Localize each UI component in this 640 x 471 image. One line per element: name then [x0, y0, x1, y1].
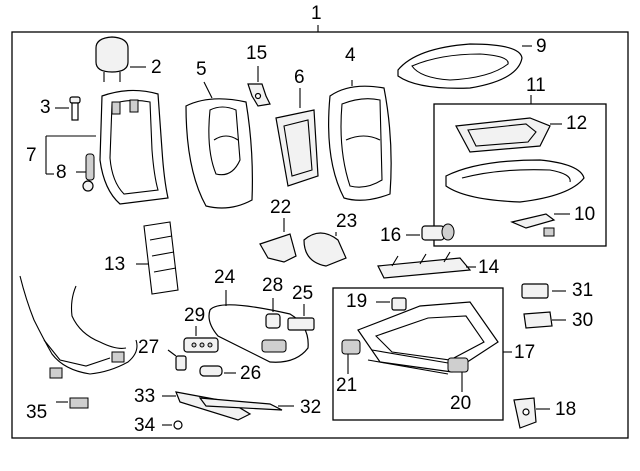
adjuster-group-box	[332, 287, 504, 421]
outer-frame	[11, 31, 629, 439]
callout-14: 14	[478, 257, 500, 278]
module-part	[523, 311, 566, 329]
height-motor-part	[341, 339, 361, 374]
switch-part	[287, 304, 315, 331]
adjuster-motor-part	[406, 223, 455, 241]
callout-22: 22	[270, 197, 292, 218]
sensor-part	[376, 297, 407, 311]
callout-13: 13	[104, 254, 126, 275]
cover-bracket-part	[259, 218, 297, 263]
lumbar-support-part	[136, 221, 179, 295]
callout-3: 3	[40, 97, 51, 118]
bracket-part	[247, 66, 271, 107]
callout-5: 5	[196, 59, 207, 80]
callout-33: 33	[134, 386, 156, 407]
callout-24: 24	[214, 267, 236, 288]
callout-8: 8	[56, 162, 67, 183]
callout-31: 31	[572, 280, 594, 301]
callout-20: 20	[450, 393, 472, 414]
tilt-motor-part	[447, 357, 469, 392]
knob-part	[265, 298, 281, 329]
cap-part	[167, 349, 187, 371]
callout-2: 2	[151, 57, 162, 78]
callout-23: 23	[336, 211, 358, 232]
heater-part	[510, 213, 570, 237]
clip-part	[162, 420, 183, 430]
side-bracket-part	[513, 397, 550, 429]
callout-11: 11	[526, 75, 546, 96]
switch-bezel-part	[183, 326, 219, 353]
callout-4: 4	[345, 45, 356, 66]
callout-9: 9	[536, 36, 547, 57]
callout-15: 15	[246, 43, 268, 64]
seatback-foam-part	[185, 81, 253, 209]
lever-knob-part	[199, 365, 236, 377]
callout-26: 26	[240, 363, 262, 384]
track-part	[377, 251, 476, 279]
cushion-foam-part	[445, 159, 585, 203]
callout-17: 17	[514, 342, 536, 363]
callout-10: 10	[574, 204, 596, 225]
callout-16: 16	[380, 225, 402, 246]
rail-trim-part	[198, 397, 294, 411]
callout-21: 21	[336, 375, 358, 396]
headrest-guide-part	[55, 96, 81, 121]
connector-part	[521, 283, 566, 299]
side-trim-part	[303, 232, 347, 267]
callout-19: 19	[346, 291, 368, 312]
seat-adjuster-part	[357, 301, 499, 375]
callout-18: 18	[555, 399, 577, 420]
callout-6: 6	[294, 67, 305, 88]
callout-30: 30	[572, 310, 594, 331]
cushion-cover-part	[397, 43, 532, 89]
lumbar-panel-part	[275, 88, 319, 187]
callout-12: 12	[566, 113, 588, 134]
callout-28: 28	[262, 275, 284, 296]
recliner-part	[76, 153, 95, 192]
callout-35: 35	[26, 402, 48, 423]
headrest-part	[95, 36, 146, 82]
cushion-group-box	[433, 103, 607, 247]
callout-7: 7	[26, 145, 37, 166]
callout-34: 34	[134, 415, 156, 436]
callout-1: 1	[311, 3, 322, 24]
wire-harness-part	[19, 275, 138, 409]
callout-32: 32	[300, 397, 322, 418]
callout-25: 25	[292, 283, 314, 304]
cushion-pan-part	[455, 117, 562, 153]
seatback-cover-part	[328, 80, 392, 201]
side-shield-part	[208, 290, 309, 363]
seatback-frame-part	[45, 89, 169, 205]
callout-27: 27	[138, 337, 160, 358]
callout-29: 29	[184, 305, 206, 326]
